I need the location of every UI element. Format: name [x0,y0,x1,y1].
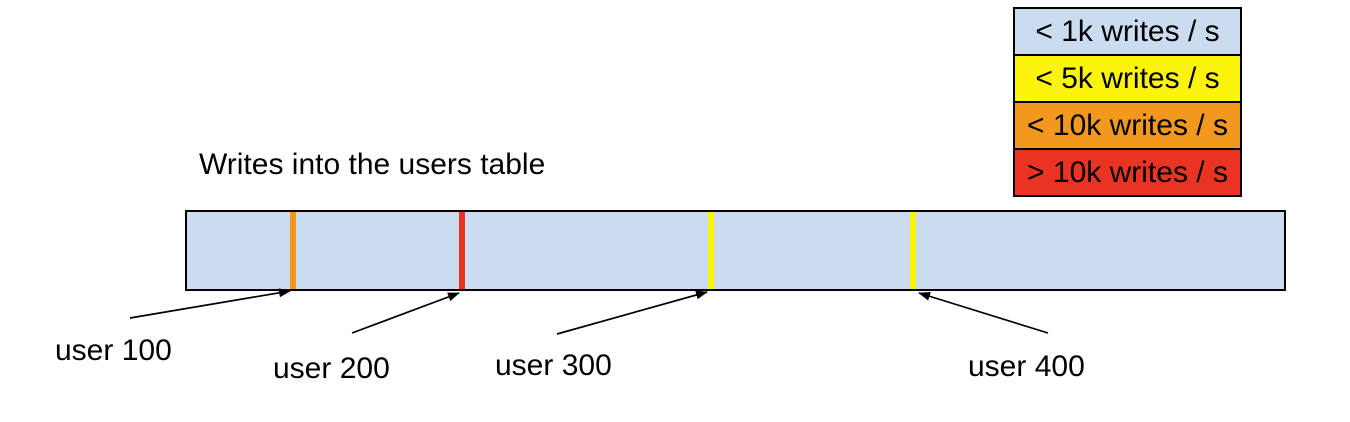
hotspot-stripe-user-200 [459,212,465,289]
legend-item-label: < 10k writes / s [1027,108,1228,142]
legend-item: < 10k writes / s [1015,103,1240,148]
user-label-user-300: user 300 [495,349,612,382]
legend-item: < 5k writes / s [1015,56,1240,101]
legend-item-label: < 5k writes / s [1035,61,1220,95]
hotspot-stripe-user-400 [910,212,916,289]
diagram-title: Writes into the users table [199,148,546,181]
legend-item: < 1k writes / s [1015,9,1240,54]
hotspot-stripe-user-100 [290,212,296,289]
legend-item: > 10k writes / s [1015,150,1240,195]
annotation-arrow-user-100 [129,288,291,319]
user-label-user-200: user 200 [273,352,390,385]
user-label-user-400: user 400 [968,350,1085,383]
annotation-arrow-user-300 [556,290,708,335]
hotspot-stripe-user-300 [708,212,714,289]
user-label-user-100: user 100 [55,334,172,367]
annotation-arrow-user-400 [918,291,1049,334]
annotation-arrow-user-200 [351,292,460,334]
legend-item-label: > 10k writes / s [1027,155,1228,189]
legend-item-label: < 1k writes / s [1035,14,1220,48]
users-table-bar [185,210,1286,291]
legend: < 1k writes / s < 5k writes / s < 10k writ… [1013,7,1242,197]
